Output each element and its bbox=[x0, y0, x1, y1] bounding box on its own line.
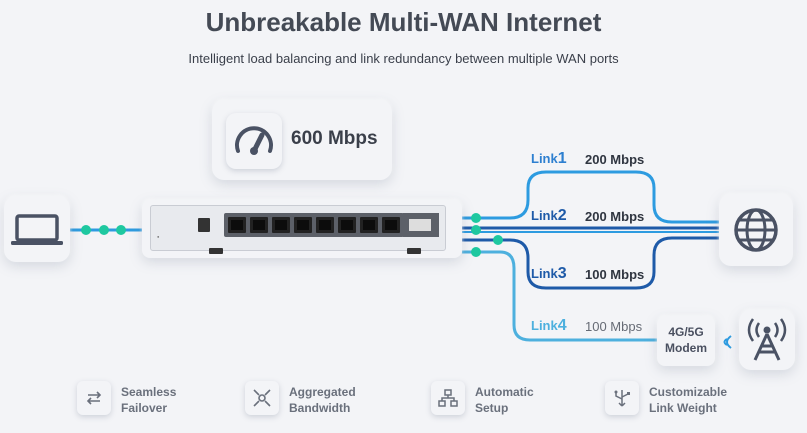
wan-dot-3 bbox=[493, 235, 503, 245]
router-device: ● bbox=[150, 205, 446, 254]
link2-label: Link2 bbox=[531, 207, 567, 224]
wireless-signal-icon bbox=[723, 335, 732, 349]
power-port bbox=[198, 218, 210, 232]
failover-arrows-icon bbox=[77, 381, 111, 415]
link4-label: Link4 bbox=[531, 317, 567, 334]
lan-dot bbox=[99, 225, 109, 235]
modem-label-2: Modem bbox=[665, 341, 707, 355]
ethernet-port bbox=[272, 217, 290, 233]
sfp-port bbox=[403, 213, 439, 237]
wan-dot-4 bbox=[471, 247, 481, 257]
modem-card: 4G/5G Modem bbox=[657, 316, 715, 366]
feature-label: Seamless bbox=[121, 385, 177, 399]
ethernet-port bbox=[316, 217, 334, 233]
router-foot bbox=[407, 248, 421, 254]
aggregate-icon bbox=[245, 381, 279, 415]
globe-icon bbox=[734, 208, 778, 252]
page-subtitle: Intelligent load balancing and link redu… bbox=[188, 51, 619, 66]
cell-tower-icon bbox=[747, 318, 787, 361]
lan-dot bbox=[81, 225, 91, 235]
ethernet-port bbox=[382, 217, 400, 233]
ethernet-port bbox=[294, 217, 312, 233]
laptop-card bbox=[4, 196, 70, 262]
link3-line bbox=[462, 236, 725, 290]
ethernet-port bbox=[228, 217, 246, 233]
router-card: ● bbox=[142, 200, 462, 258]
router-led: ● bbox=[157, 234, 160, 239]
lan-dot bbox=[116, 225, 126, 235]
feature-label: Failover bbox=[121, 401, 168, 415]
link1-speed: 200 Mbps bbox=[585, 152, 645, 167]
feature-label: Aggregated bbox=[289, 385, 356, 399]
link2-speed: 200 Mbps bbox=[585, 209, 645, 224]
ethernet-port bbox=[250, 217, 268, 233]
feature-label: Automatic bbox=[475, 385, 534, 399]
link1-line bbox=[462, 170, 725, 224]
link3-speed: 100 Mbps bbox=[585, 267, 645, 282]
wan-dot-1 bbox=[471, 213, 481, 223]
link4-speed: 100 Mbps bbox=[585, 319, 643, 334]
feature-label: Setup bbox=[475, 401, 509, 415]
modem-label-1: 4G/5G bbox=[668, 325, 704, 339]
feature-label: Link Weight bbox=[649, 401, 717, 415]
throughput-card: 600 Mbps bbox=[212, 100, 392, 180]
usb-weight-icon bbox=[605, 381, 639, 415]
router-foot bbox=[209, 248, 223, 254]
ethernet-port bbox=[360, 217, 378, 233]
link3-label: Link3 bbox=[531, 265, 567, 282]
page-title: Unbreakable Multi-WAN Internet bbox=[205, 7, 602, 37]
network-tree-icon bbox=[431, 381, 465, 415]
lan-port-strip bbox=[224, 213, 404, 237]
feature-label: Bandwidth bbox=[289, 401, 351, 415]
link1-label: Link1 bbox=[531, 150, 567, 167]
internet-card bbox=[719, 194, 793, 266]
wan-dot-2 bbox=[471, 225, 481, 235]
ethernet-port bbox=[338, 217, 356, 233]
cell-tower-card bbox=[739, 310, 795, 370]
feature-label: Customizable bbox=[649, 385, 728, 399]
link4-line bbox=[462, 250, 657, 342]
laptop-icon bbox=[11, 214, 63, 245]
speedometer-icon bbox=[226, 113, 282, 169]
throughput-value: 600 Mbps bbox=[291, 128, 378, 149]
